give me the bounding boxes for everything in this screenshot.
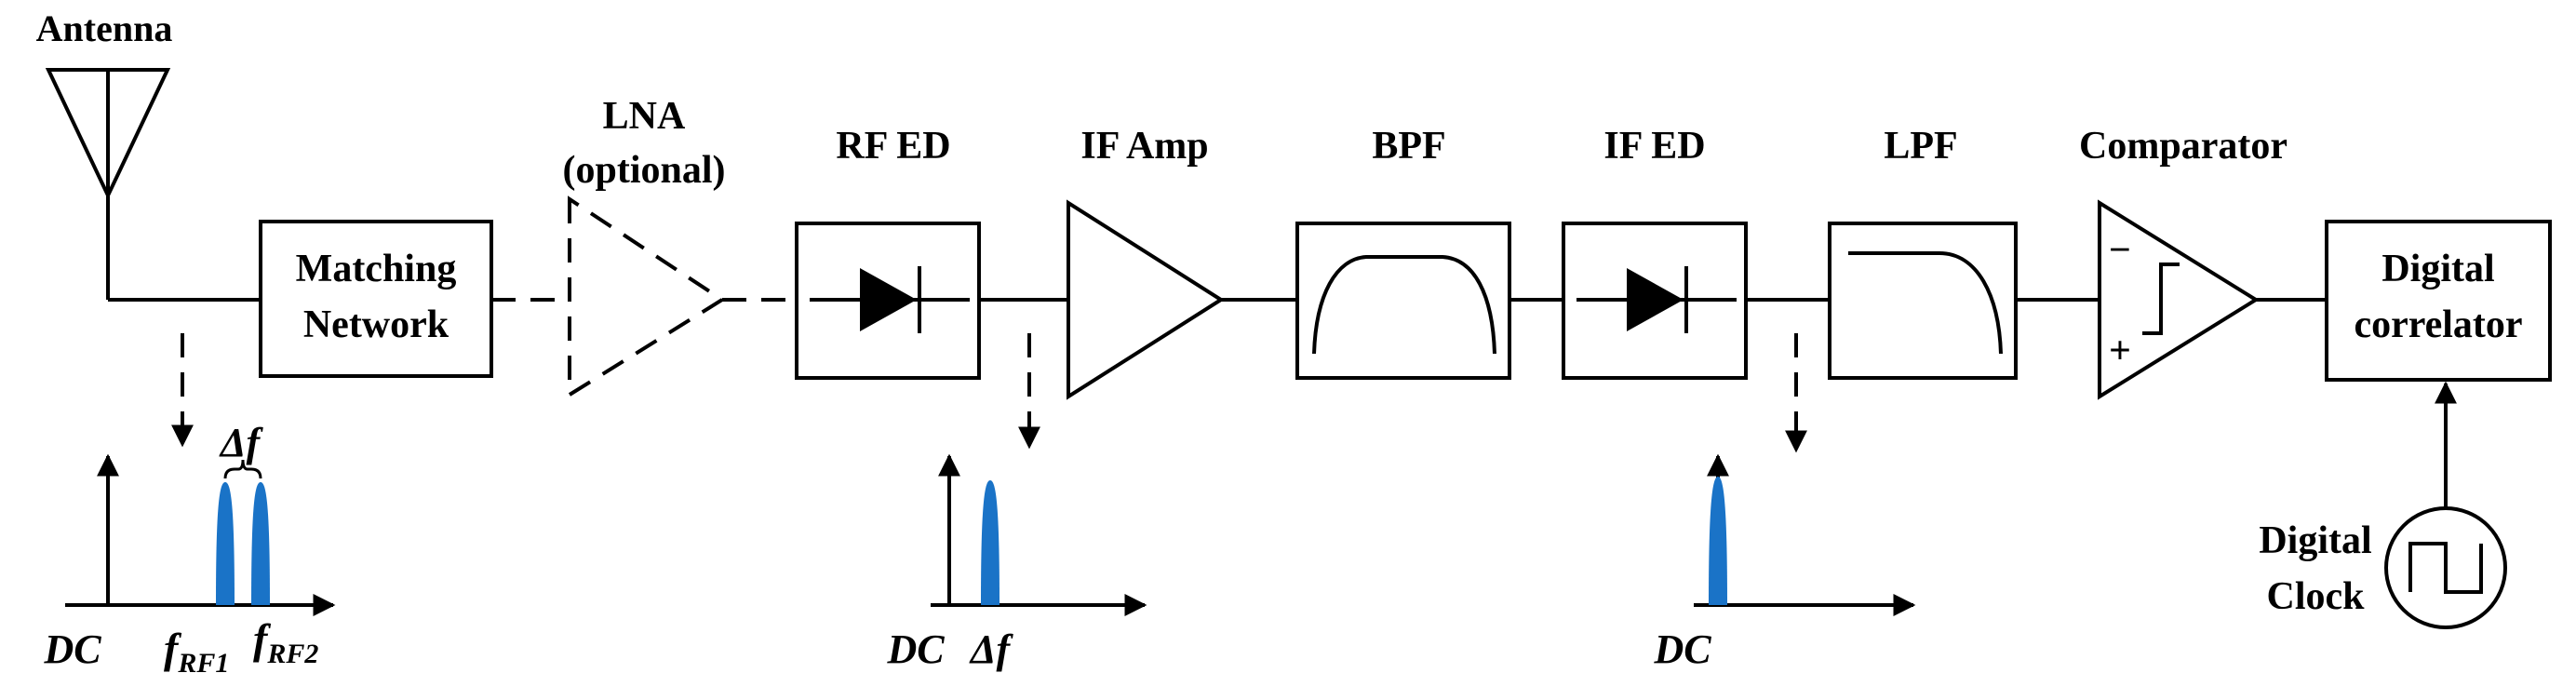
delta-f-brace — [223, 459, 262, 479]
if-ed-label: IF ED — [1603, 125, 1705, 168]
clock-label-line1: Digital — [2259, 519, 2371, 562]
lowpass-icon — [1848, 251, 2003, 355]
delta-f-label: Δf — [969, 626, 1014, 672]
matching-network-label-line2: Network — [303, 303, 449, 346]
lpf-label: LPF — [1884, 125, 1957, 168]
diode-icon — [1627, 268, 1684, 331]
lna-label-line1: LNA — [603, 95, 686, 138]
rf-spectrum-plot: Δf DC fRF1 fRF2 — [43, 333, 336, 679]
antenna-symbol: Antenna — [36, 7, 261, 302]
frf1-main: f — [164, 625, 182, 672]
digital-correlator-block: Digital correlator — [2325, 220, 2552, 382]
bpf-label: BPF — [1372, 125, 1445, 168]
if-envelope-detector-block: IF ED — [1562, 125, 1748, 380]
lpf-block: LPF — [1828, 125, 2018, 380]
lna-block: LNA (optional) — [562, 95, 797, 398]
spectral-peak-delta-f — [981, 480, 1000, 605]
matching-network-label-line1: Matching — [296, 248, 457, 290]
comparator-label: Comparator — [2079, 125, 2288, 168]
rf-envelope-detector-block: RF ED — [795, 125, 981, 380]
correlator-label-line2: correlator — [2354, 303, 2522, 346]
frf2-main: f — [253, 615, 272, 663]
hysteresis-icon — [2142, 262, 2180, 335]
frf2-subscript: RF2 — [266, 639, 318, 669]
clock-label-line2: Clock — [2267, 575, 2366, 618]
diode-icon — [860, 268, 917, 331]
bandpass-icon — [1312, 255, 1496, 355]
correlator-label-line1: Digital — [2381, 248, 2494, 290]
square-wave-icon — [2408, 542, 2483, 594]
frf1-label: fRF1 — [164, 625, 229, 679]
if-amp-block: IF Amp — [1067, 125, 1225, 400]
delta-f-label: Δf — [219, 420, 264, 465]
if-spectrum-plot: DC Δf — [886, 333, 1147, 672]
dc-label: DC — [43, 626, 101, 672]
rf-ed-label: RF ED — [836, 125, 950, 168]
spectral-peak-dc — [1709, 477, 1727, 605]
comparator-block: Comparator − + — [2079, 125, 2288, 400]
antenna-label: Antenna — [36, 7, 173, 49]
matching-network-block: Matching Network — [259, 220, 493, 378]
frf2-label: fRF2 — [253, 615, 318, 669]
lna-label-line2: (optional) — [562, 149, 725, 192]
dc-label: DC — [1653, 626, 1711, 672]
comparator-plus: + — [2109, 330, 2131, 372]
bpf-block: BPF — [1295, 125, 1511, 380]
spectral-peak-frf2 — [251, 482, 270, 605]
baseband-spectrum-plot: DC — [1653, 333, 1916, 672]
spectral-peak-frf1 — [216, 482, 235, 605]
digital-clock-source: Digital Clock — [2259, 381, 2507, 629]
dc-label: DC — [886, 626, 945, 672]
if-amp-label: IF Amp — [1080, 125, 1208, 168]
frf1-subscript: RF1 — [177, 648, 229, 679]
comparator-minus: − — [2109, 229, 2131, 272]
